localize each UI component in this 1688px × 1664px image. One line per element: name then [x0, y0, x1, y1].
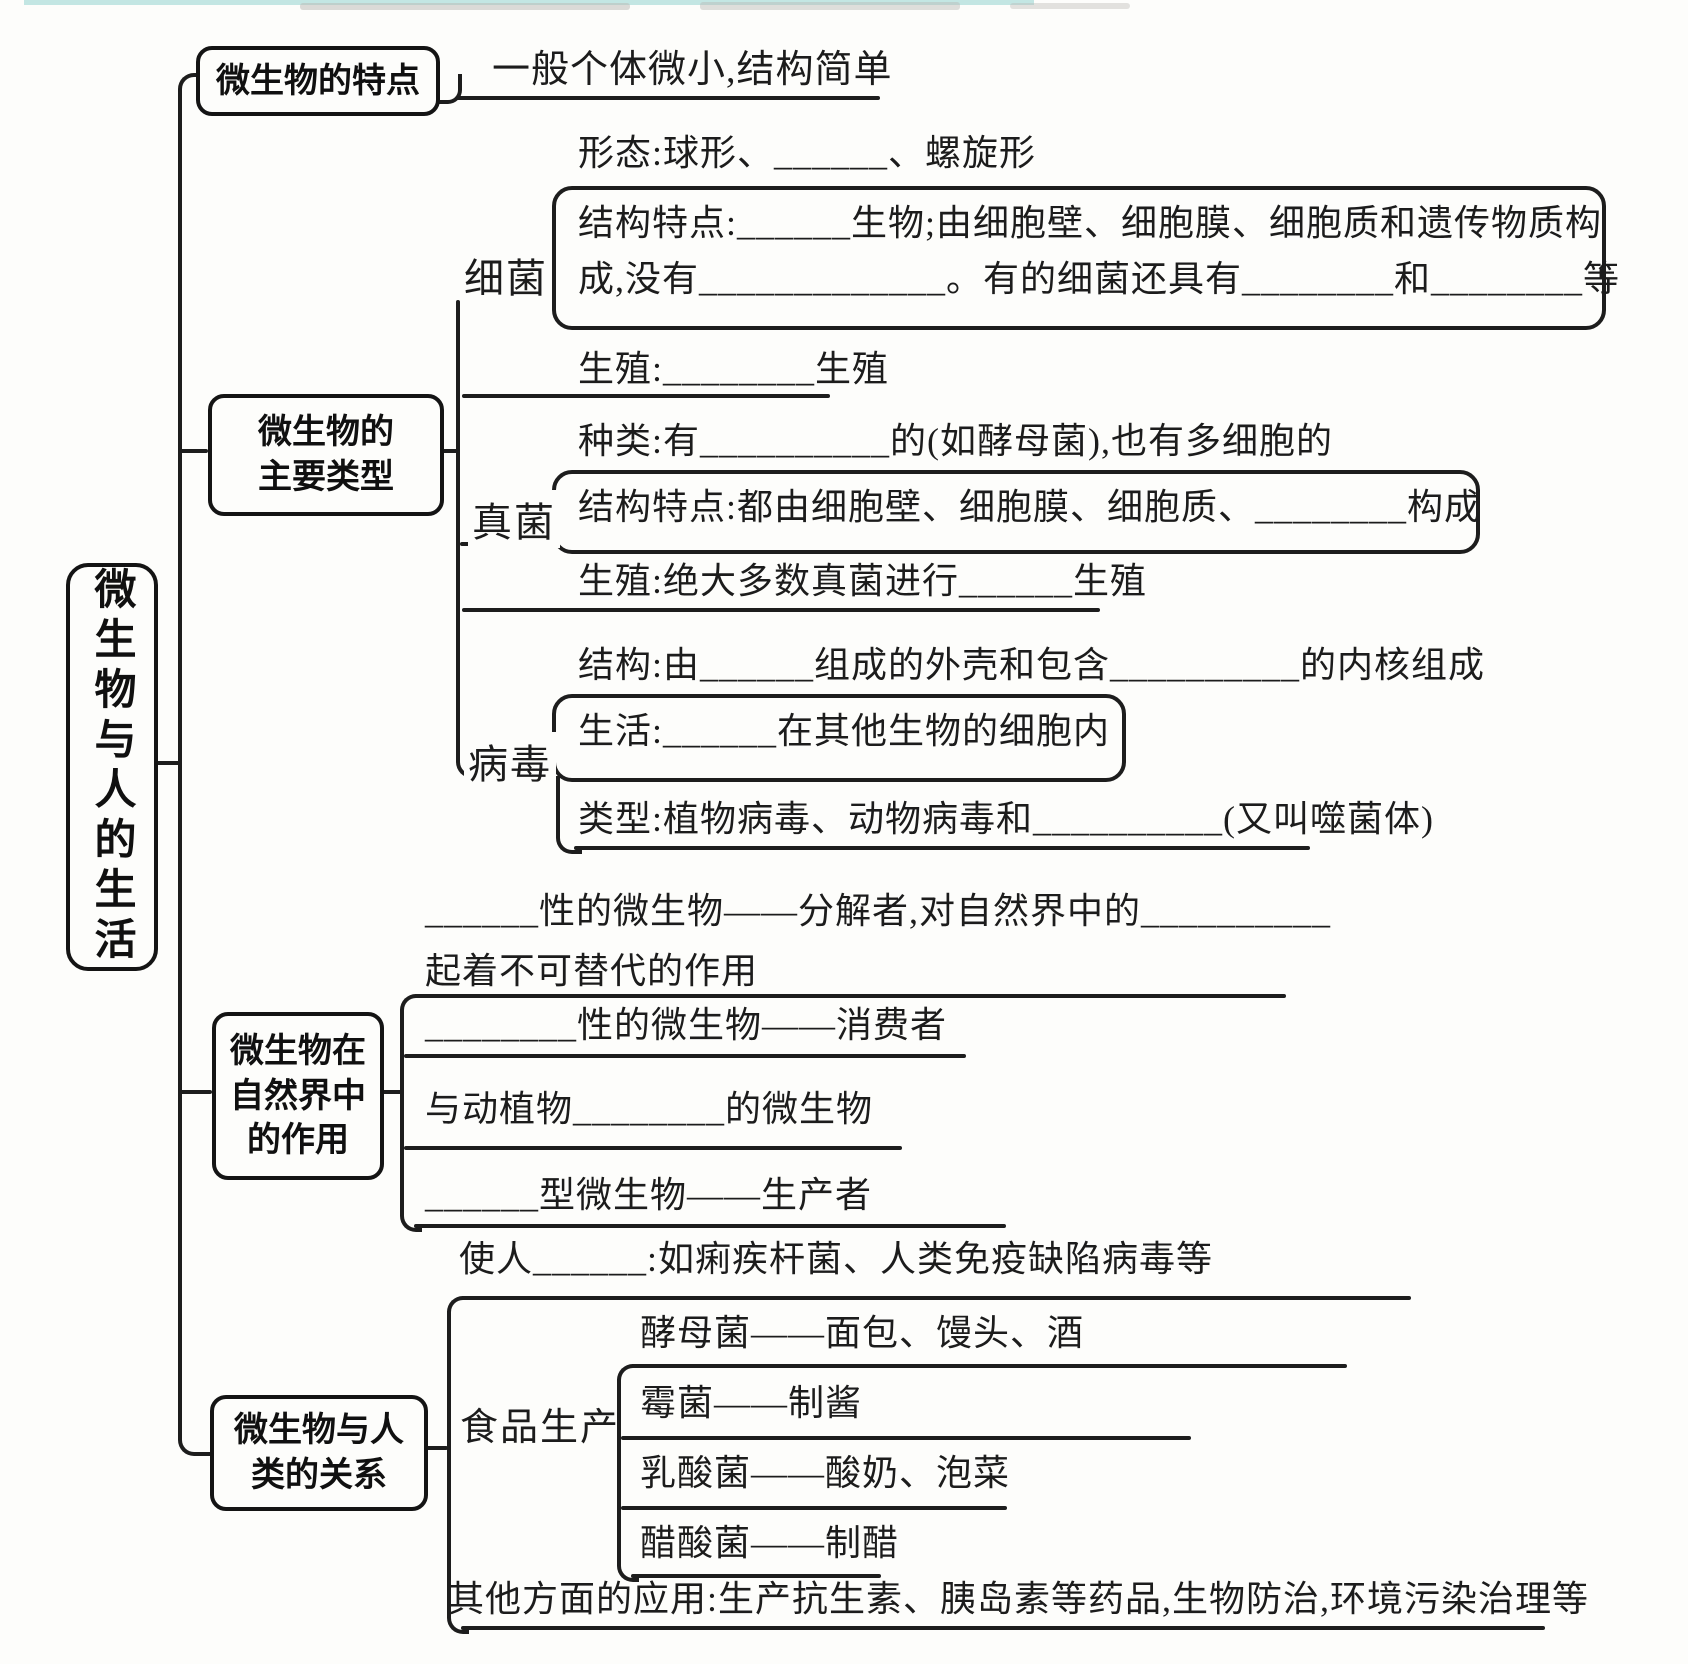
connector-human-bracket-bottom-corner — [447, 1596, 469, 1634]
connector-nature-right-stub — [378, 1090, 402, 1094]
group-bacteria-label: 细菌 — [464, 256, 548, 301]
connector-types-left-stub — [180, 449, 208, 453]
connector-human-bracket-top — [461, 1296, 1411, 1300]
connector-human-bracket-spine — [447, 1310, 451, 1606]
bacteria-morphology-text: 形态:球形、______、螺旋形 — [578, 133, 1037, 173]
features-note-text: 一般个体微小,结构简单 — [492, 49, 893, 91]
nature-item1-line1: ______性的微生物——分解者,对自然界中的__________ — [425, 891, 1332, 931]
connector-nature-bracket-bottom — [414, 1224, 1006, 1228]
branch-nature-label-line3: 的作用 — [247, 1120, 349, 1161]
branch-features-label: 微生物的特点 — [216, 60, 420, 101]
connector-virus-types-underline — [574, 846, 1310, 850]
branch-nature-node: 微生物在 自然界中 的作用 — [212, 1012, 384, 1180]
connector-food-bracket-top — [631, 1364, 1347, 1368]
group-virus-label: 病毒 — [464, 732, 556, 790]
fungi-kinds-text: 种类:有__________的(如酵母菌),也有多细胞的 — [578, 421, 1333, 461]
group-fungi-label: 真菌 — [468, 490, 560, 548]
connector-types-spine — [456, 300, 460, 752]
connector-root-stub — [150, 761, 180, 765]
connector-features-hook — [436, 74, 462, 104]
connector-nature-bracket-top — [414, 994, 1286, 998]
connector-human-bracket-top-corner — [447, 1296, 469, 1318]
connector-food-bracket-bottom — [631, 1574, 881, 1578]
bacteria-structure-box — [552, 186, 1606, 330]
food-item-yeast: 酵母菌——面包、馒头、酒 — [640, 1313, 1085, 1353]
nature-item1-line2: 起着不可替代的作用 — [425, 951, 759, 991]
branch-types-label-line1: 微生物的 — [258, 412, 394, 453]
connector-nature-bracket-spine — [400, 1008, 404, 1214]
connector-fungi-repro-underline — [462, 608, 1100, 612]
fungi-structure-text: 结构特点:都由细胞壁、细胞膜、细胞质、________构成 — [578, 487, 1482, 527]
connector-food-bracket-spine — [617, 1378, 621, 1550]
nature-item3-text: 与动植物________的微生物 — [425, 1089, 874, 1129]
virus-types-text: 类型:植物病毒、动物病毒和__________(又叫噬菌体) — [578, 799, 1434, 839]
connector-nature-divider2 — [404, 1146, 902, 1150]
food-production-label: 食品生产 — [460, 1407, 621, 1449]
connector-types-right-stub — [436, 449, 460, 453]
nature-item2-text: ________性的微生物——消费者 — [425, 1005, 948, 1045]
connector-human-right-stub — [420, 1446, 448, 1450]
branch-features-node: 微生物的特点 — [196, 46, 440, 116]
connector-human-bracket-bottom — [461, 1626, 1545, 1630]
bacteria-structure-line2: 成,没有_____________。有的细菌还具有________和______… — [578, 259, 1621, 299]
branch-types-node: 微生物的 主要类型 — [208, 394, 444, 516]
connector-food-divider1 — [621, 1436, 1191, 1440]
branch-nature-label-line1: 微生物在 — [230, 1030, 366, 1071]
connector-nature-left-stub — [180, 1090, 212, 1094]
connector-nature-divider1 — [404, 1054, 966, 1058]
branch-nature-label-line2: 自然界中 — [230, 1075, 366, 1116]
connector-trunk-bottom-corner — [178, 1422, 214, 1456]
connector-food-divider2 — [621, 1506, 1007, 1510]
branch-human-label-line2: 类的关系 — [251, 1455, 387, 1495]
connector-trunk — [178, 90, 182, 1426]
virus-structure-text: 结构:由______组成的外壳和包含__________的内核组成 — [578, 645, 1486, 685]
connector-trunk-top-corner — [178, 73, 202, 97]
branch-human-node: 微生物与人 类的关系 — [210, 1395, 428, 1511]
fungi-reproduction-text: 生殖:绝大多数真菌进行______生殖 — [578, 561, 1148, 601]
human-harm-text: 使人______:如痢疾杆菌、人类免疫缺陷病毒等 — [459, 1239, 1214, 1279]
scan-artifact-gray-dash — [700, 2, 960, 10]
food-item-acetic: 醋酸菌——制醋 — [640, 1523, 900, 1563]
virus-life-text: 生活:______在其他生物的细胞内 — [578, 711, 1111, 751]
connector-virus-types-corner — [556, 776, 582, 854]
connector-food-bracket-bottom-corner — [617, 1544, 639, 1582]
branch-types-label-line2: 主要类型 — [258, 457, 394, 497]
bacteria-reproduction-text: 生殖:________生殖 — [578, 349, 890, 389]
root-node: 微生物与人的生活 — [66, 563, 158, 971]
connector-features-underline — [456, 96, 880, 100]
connector-nature-bracket-bottom-corner — [400, 1210, 422, 1232]
food-item-mold: 霉菌——制酱 — [640, 1383, 863, 1423]
scan-artifact-gray-dash — [1010, 3, 1130, 9]
branch-human-label-line1: 微生物与人 — [234, 1410, 404, 1451]
connector-food-bracket-top-corner — [617, 1364, 639, 1386]
human-other-text: 其他方面的应用:生产抗生素、胰岛素等药品,生物防治,环境污染治理等 — [448, 1579, 1590, 1619]
bacteria-structure-line1: 结构特点:______生物;由细胞壁、细胞膜、细胞质和遗传物质构 — [578, 203, 1603, 243]
root-node-label: 微生物与人的生活 — [88, 567, 137, 967]
nature-item4-text: ______型微生物——生产者 — [425, 1175, 873, 1215]
connector-bacteria-repro-underline — [462, 394, 830, 398]
connector-nature-bracket-top-corner — [400, 994, 422, 1016]
scan-artifact-gray-dash — [300, 3, 630, 10]
scan-artifact-cyan-line — [24, 0, 1034, 5]
food-item-lactic: 乳酸菌——酸奶、泡菜 — [640, 1453, 1011, 1493]
